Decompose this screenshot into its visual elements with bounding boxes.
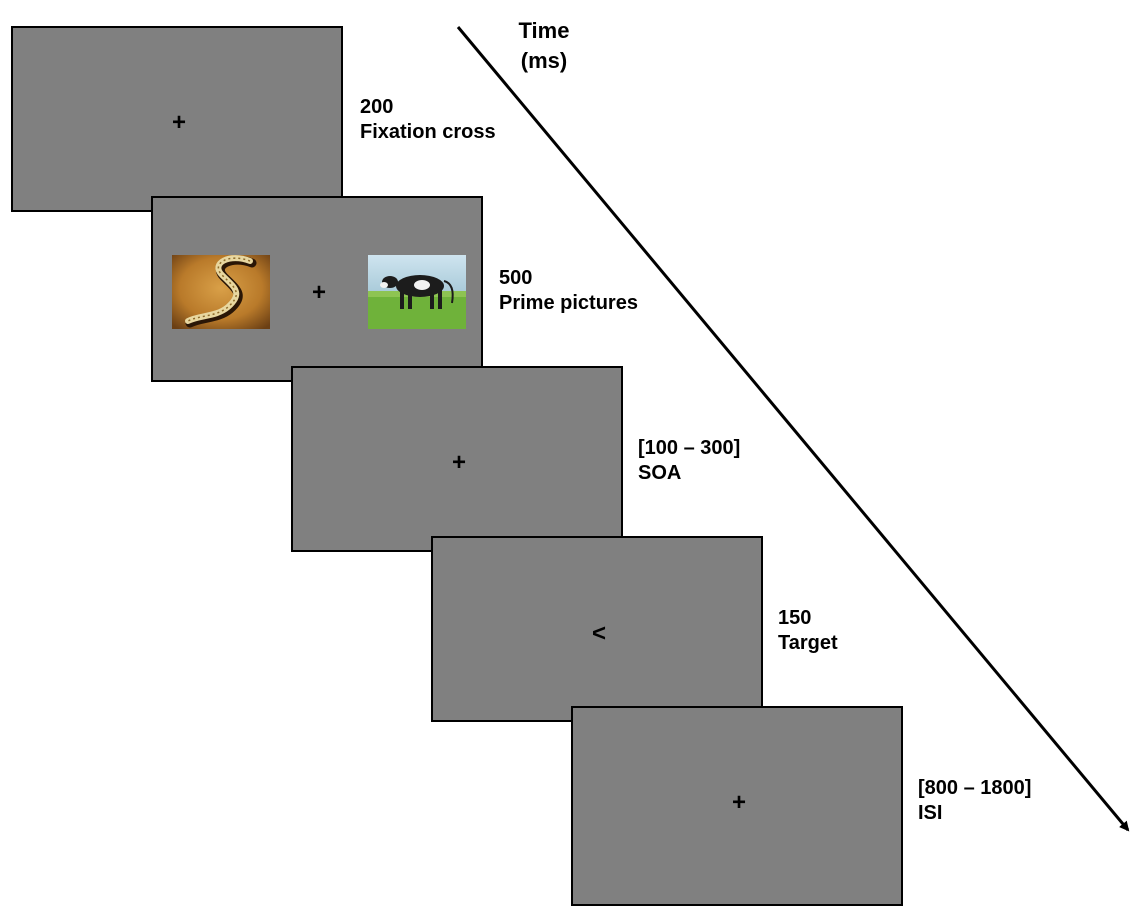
isi-fixation-cross: + [731,789,747,816]
target-name: Target [778,632,838,654]
fixation-cross-symbol: + [171,109,187,136]
fixation-screen: + [11,26,343,212]
prime-fixation-cross: + [311,279,327,306]
soa-name: SOA [638,462,682,484]
isi-name: ISI [918,802,943,824]
target-duration: 150 [778,607,812,629]
soa-duration: [100 – 300] [638,437,741,459]
snake-picture [172,255,270,329]
prime-duration: 500 [499,267,533,289]
snake-image [172,255,270,329]
isi-label: [800 – 1800] ISI [918,776,1031,826]
prime-label: 500 Prime pictures [499,266,638,316]
fixation-name: Fixation cross [360,121,496,143]
isi-duration: [800 – 1800] [918,777,1032,799]
time-axis-title: Time [518,18,570,43]
time-axis-unit: (ms) [520,48,568,73]
cow-image [368,255,466,329]
time-axis-label: Time (ms) [496,16,592,76]
prime-name: Prime pictures [499,292,638,314]
prime-screen: + [151,196,483,382]
isi-screen: + [571,706,903,906]
target-screen: < [431,536,763,722]
fixation-label: 200 Fixation cross [360,95,496,145]
soa-screen: + [291,366,623,552]
fixation-duration: 200 [360,96,394,118]
soa-label: [100 – 300] SOA [638,436,740,486]
target-label: 150 Target [778,606,838,656]
target-arrow-symbol: < [591,620,607,647]
cow-picture [368,255,466,329]
soa-fixation-cross: + [451,449,467,476]
